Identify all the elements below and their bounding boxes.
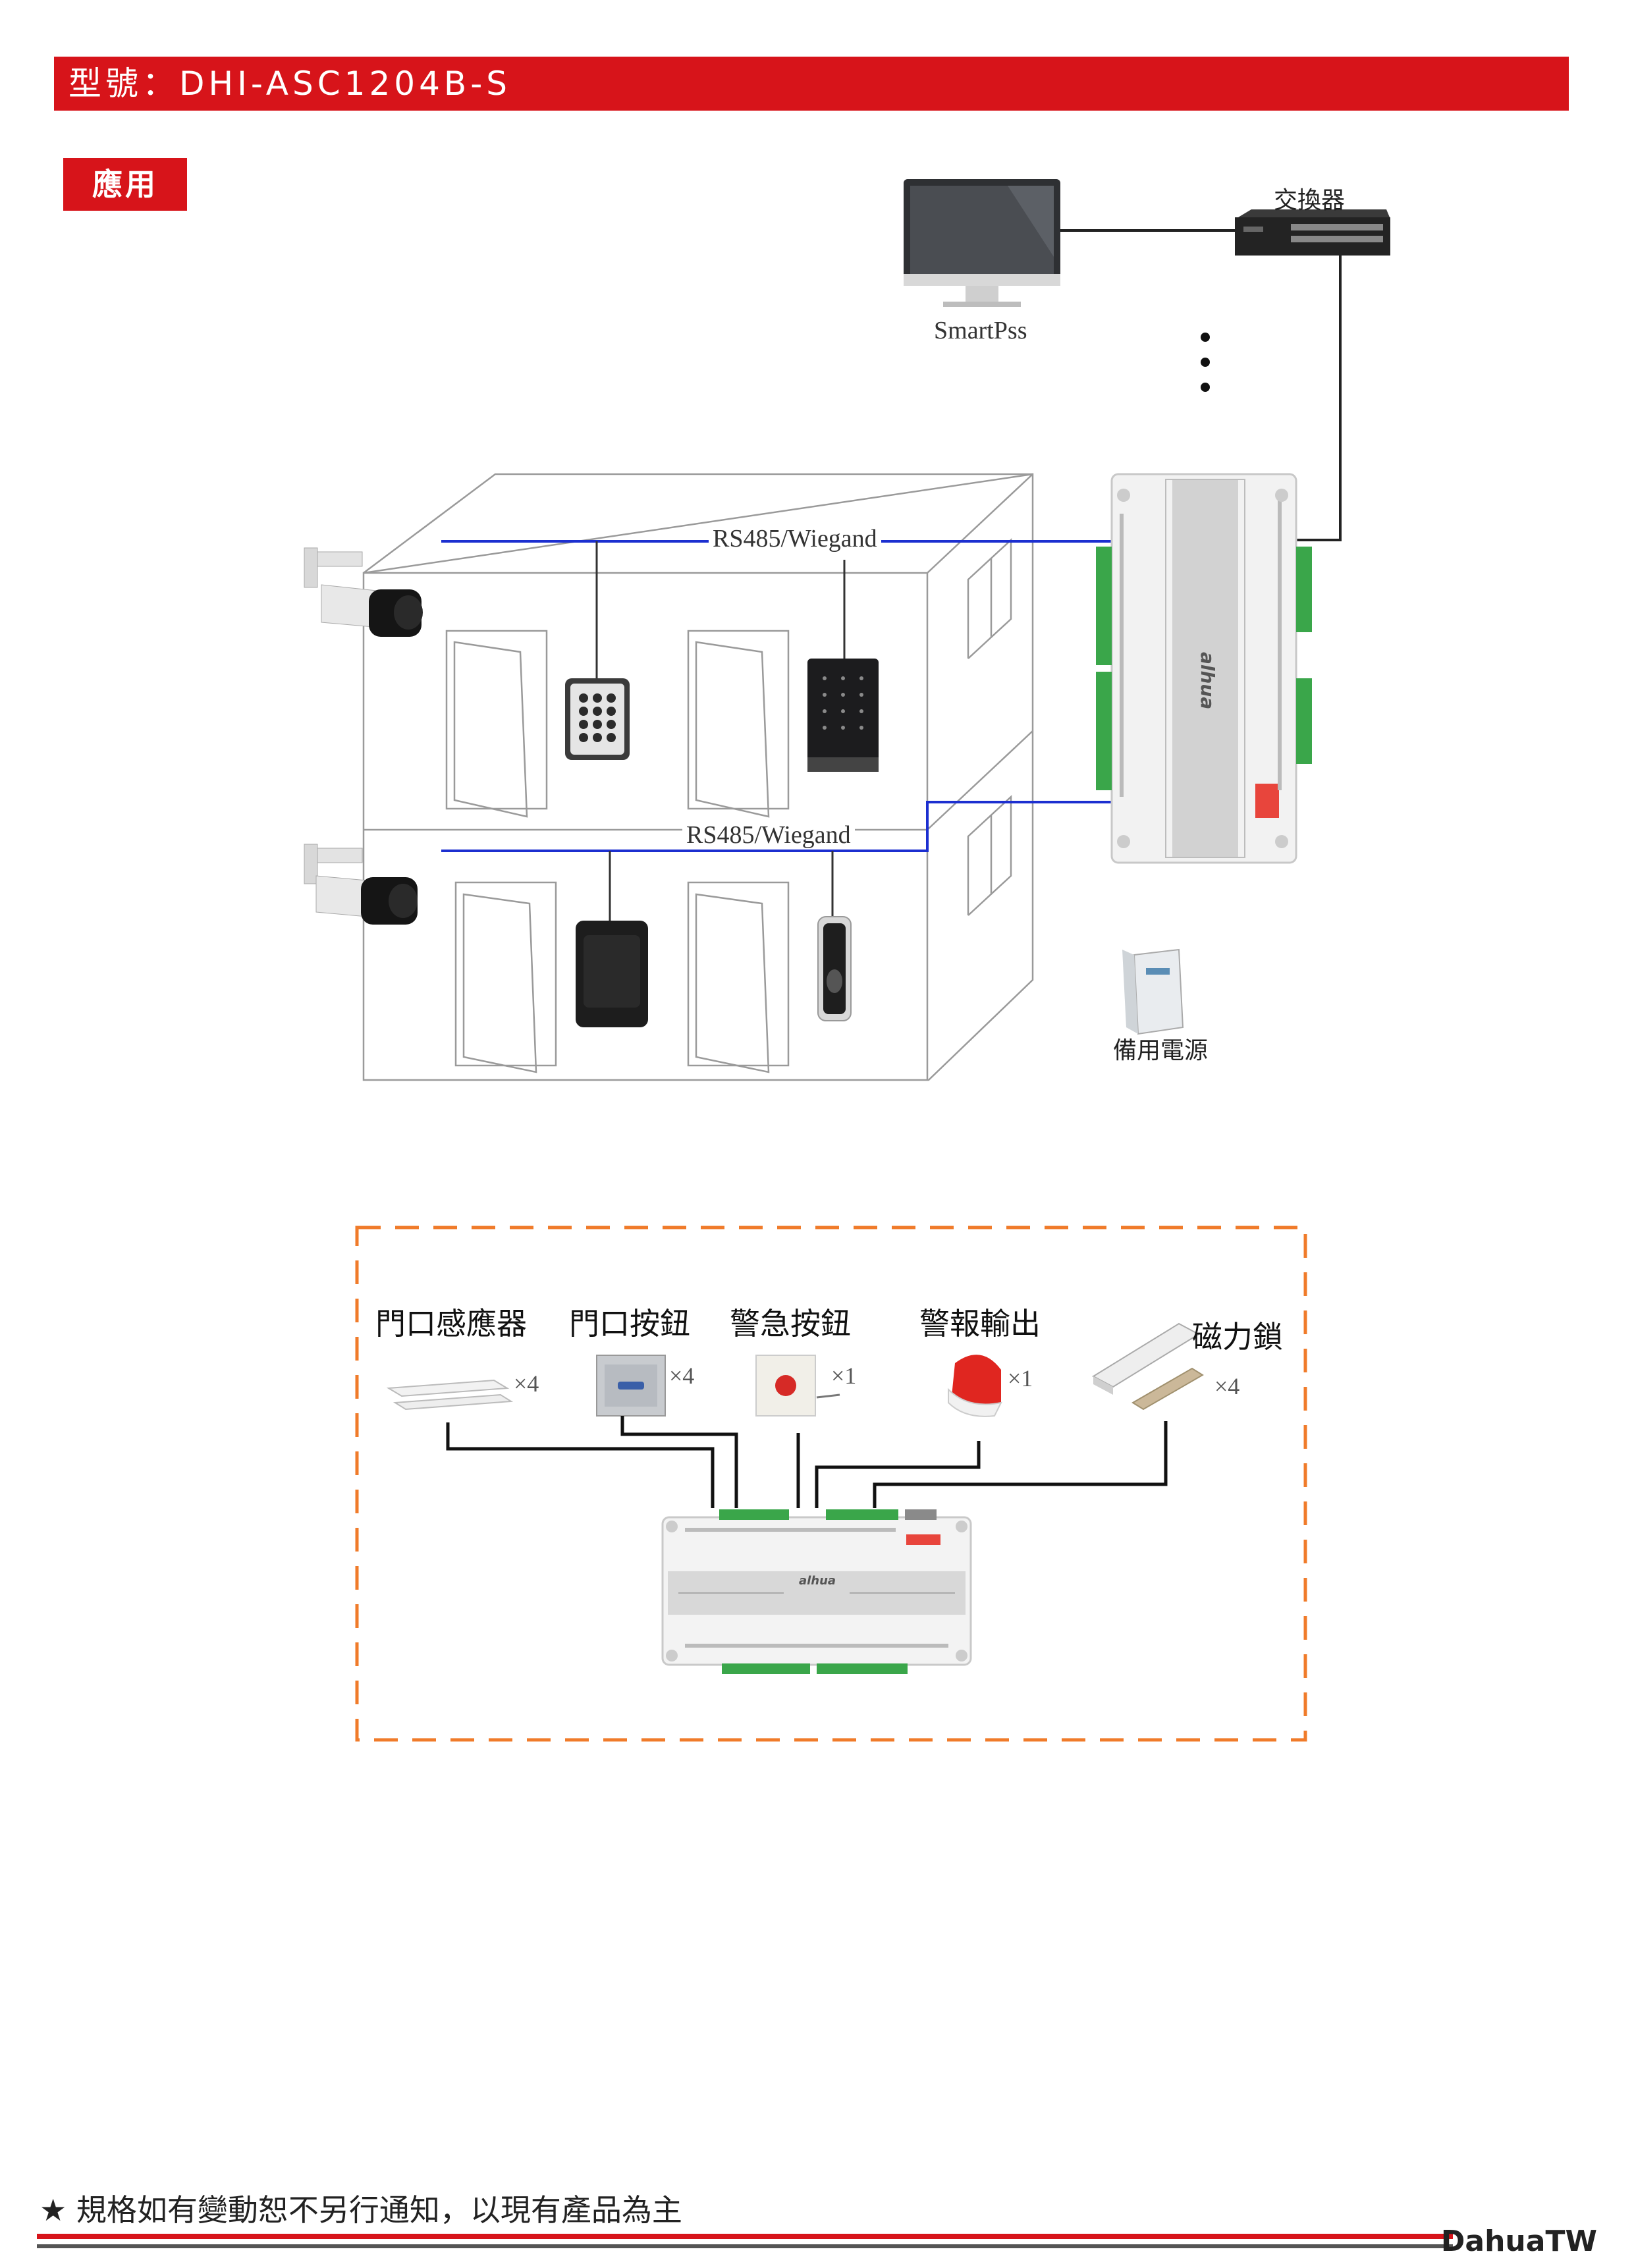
smartpss-label: SmartPss [934,317,1027,344]
device-wires [446,1416,1168,1508]
network-links [1060,229,1342,541]
bus-label-upper: RS485/Wiegand [709,524,881,553]
qty-alarm-output: ×1 [1008,1365,1033,1391]
backup-power-icon [1122,948,1184,1035]
device-label-alarm-output: 警報輸出 [919,1306,1041,1341]
card-reader-icon [576,921,648,1027]
footer-rule-red [37,2234,1453,2239]
controller-logo: alhua [1197,652,1218,710]
switch-icon [1235,209,1390,256]
device-label-door-sensor: 門口感應器 [375,1306,527,1341]
brand-name: DahuaTW [1440,2225,1597,2258]
emergency-button-icon [755,1355,840,1417]
camera-icon-lower [304,844,418,925]
controller-logo-horizontal: alhua [798,1574,836,1588]
more-controllers-ellipsis [1201,333,1210,392]
qty-exit-button: ×4 [669,1363,695,1389]
backup-power-label: 備用電源 [1113,1037,1209,1064]
switch-label: 交換器 [1274,187,1346,214]
section-application-tag: 應用 [63,158,187,211]
dashed-frame [355,1226,1307,1742]
access-controller-horizontal [661,1509,972,1674]
bus-label-lower: RS485/Wiegand [682,821,855,850]
magnetic-lock-icon [1091,1322,1204,1411]
qty-magnetic-lock: ×4 [1214,1373,1240,1399]
model-banner [54,57,1569,111]
model-title: 型號：DHI-ASC1204B-S [68,65,511,103]
smartpss-monitor-icon [904,179,1060,307]
building-wireframe [362,473,1034,1081]
footer-rule-gray [37,2244,1453,2248]
camera-icon-upper [304,547,423,637]
touch-keypad-reader-icon [807,659,879,772]
door-sensor-icon [386,1379,514,1411]
access-controller-vertical [1096,473,1312,864]
device-label-emergency-button: 警急按鈕 [730,1306,851,1341]
alarm-siren-icon [948,1355,1002,1417]
exit-button-icon [596,1355,666,1417]
device-label-magnetic-lock: 磁力鎖 [1192,1319,1283,1355]
disclaimer-note: ★ 規格如有變動恕不另行通知，以現有產品為主 [40,2192,682,2228]
qty-door-sensor: ×4 [514,1370,539,1397]
topology-diagram [304,179,1390,1081]
device-label-exit-button: 門口按鈕 [569,1306,690,1341]
qty-emergency-button: ×1 [831,1363,857,1389]
fingerprint-reader-icon [817,916,852,1021]
wiring-diagram [355,1226,1307,1742]
keypad-reader-icon [565,678,630,760]
reader-drop-wires [595,541,846,921]
